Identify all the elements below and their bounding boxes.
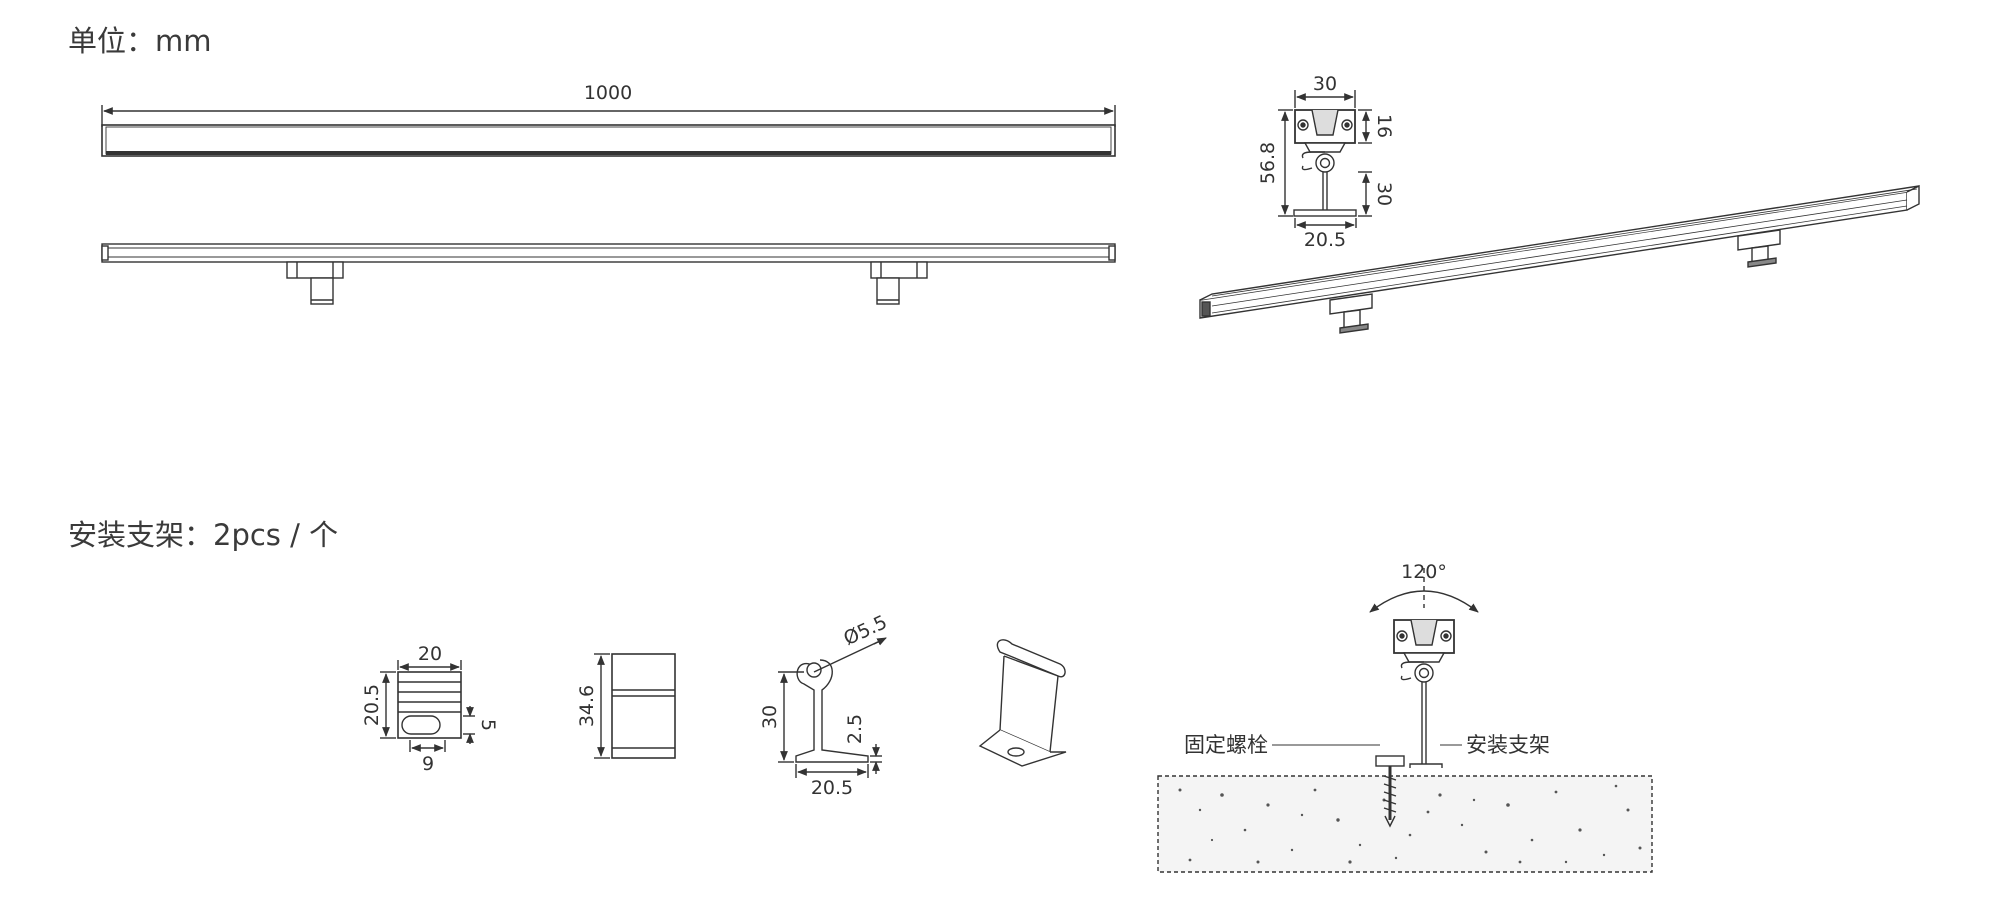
cross-section [1278, 90, 1372, 229]
section-stem-height-label: 30 [1373, 182, 1395, 206]
bracket-title: 安装支架：2pcs / 个 [68, 518, 339, 552]
bracket-side-view [778, 637, 887, 778]
concrete-surface [1157, 775, 1653, 873]
perspective-view [1199, 184, 1920, 334]
section-width-label: 30 [1313, 73, 1337, 95]
section-total-height-label: 56.8 [1257, 142, 1279, 184]
foot-thickness-label: 2.5 [844, 714, 866, 744]
side-view-bar [101, 243, 1116, 305]
bracket-callout: 安装支架 [1466, 733, 1550, 757]
side-base-width-label: 20.5 [811, 777, 853, 799]
bracket-front-view [594, 653, 676, 759]
clip-front-view [380, 660, 475, 752]
side-height-label: 30 [759, 705, 781, 729]
hole-diameter-label: Ø5.5 [840, 611, 890, 650]
concrete-texture [1178, 784, 1642, 864]
unit-title: 单位：mm [68, 24, 212, 58]
bar-top-inner [105, 126, 1112, 155]
clip-width-label: 20 [418, 643, 442, 665]
clip-slot-height-label: 5 [477, 719, 499, 731]
side-bracket-left [286, 261, 344, 305]
bar-top-outline [101, 124, 1116, 157]
section-base-width-label: 20.5 [1304, 229, 1346, 251]
bracket-perspective [978, 639, 1067, 767]
rotation-angle-label: 120° [1401, 561, 1447, 583]
persp-bracket-right [1737, 229, 1781, 268]
clip-height-label: 20.5 [361, 684, 383, 726]
top-view-bar [101, 105, 1116, 157]
length-label: 1000 [584, 82, 632, 104]
installation-diagram [1157, 568, 1653, 873]
persp-bracket-left [1329, 293, 1373, 334]
bracket-height-label: 34.6 [576, 685, 598, 727]
bolt-callout: 固定螺栓 [1184, 733, 1268, 757]
clip-slot-width-label: 9 [422, 753, 434, 775]
section-top-height-label: 16 [1373, 114, 1395, 138]
side-bracket-right [870, 261, 928, 305]
bar-top-shadow [106, 151, 1111, 155]
